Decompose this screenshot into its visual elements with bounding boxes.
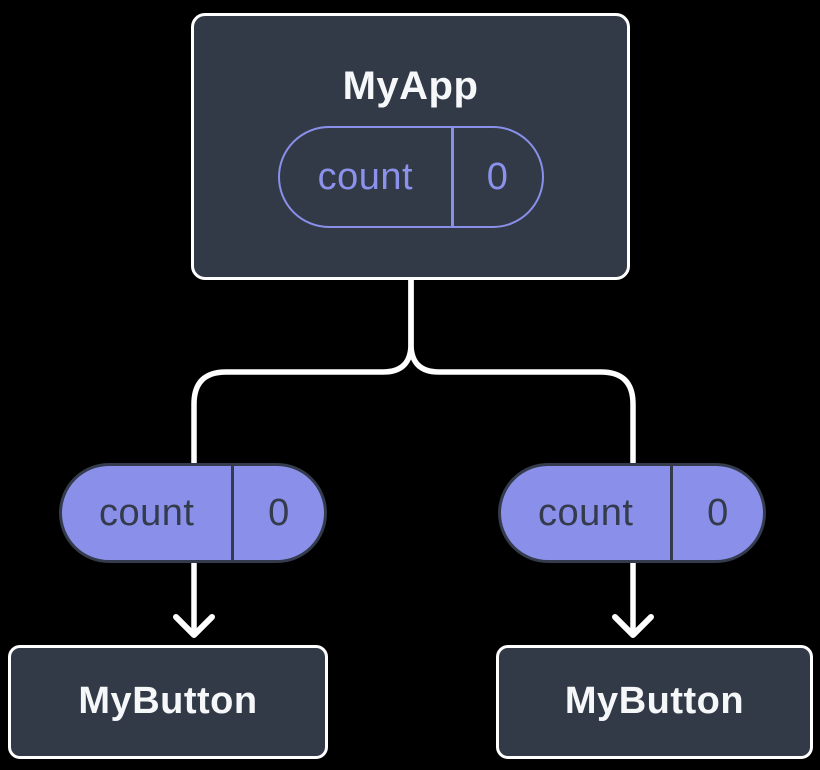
state-name-label: count — [317, 156, 414, 198]
pill-divider — [231, 466, 234, 560]
arrow-head-down-left-icon — [173, 614, 215, 638]
mybutton-title: MyButton — [564, 680, 745, 723]
prop-value-label: 0 — [707, 492, 729, 534]
mybutton-title: MyButton — [78, 680, 258, 723]
arrow-head-down-right-icon — [612, 614, 654, 638]
pill-divider — [451, 128, 454, 226]
right-prop-pill: count 0 — [498, 463, 766, 563]
right-mybutton-component-box: MyButton — [496, 645, 813, 759]
myapp-state-pill: count 0 — [277, 126, 544, 228]
state-value-label: 0 — [486, 156, 509, 198]
left-prop-pill: count 0 — [59, 463, 327, 563]
left-mybutton-component-box: MyButton — [8, 645, 328, 759]
pill-divider — [670, 466, 673, 560]
myapp-component-box: MyApp count 0 — [191, 13, 630, 280]
connector-parent-to-left — [191, 273, 414, 636]
prop-name-label: count — [98, 492, 195, 534]
connector-parent-to-right — [408, 273, 636, 636]
prop-value-label: 0 — [268, 492, 290, 534]
prop-name-label: count — [537, 492, 634, 534]
myapp-title: MyApp — [342, 64, 479, 108]
